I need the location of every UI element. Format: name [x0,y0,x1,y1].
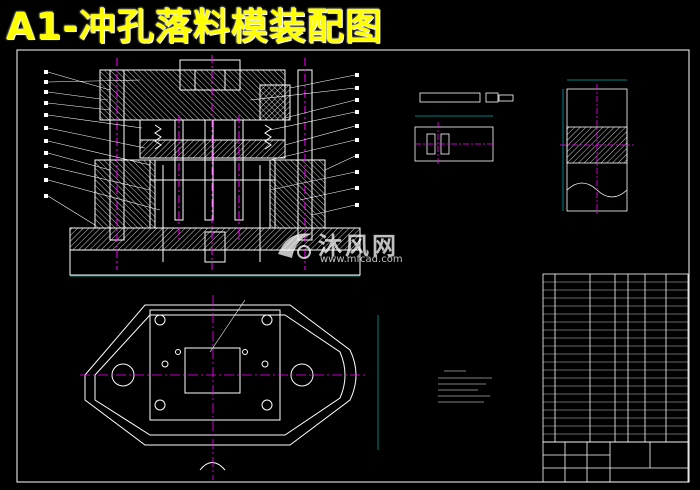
lower-left-block [94,159,156,229]
punch-2 [204,119,214,221]
title-block [542,441,689,483]
plan-centerlines [80,295,365,480]
shank-inner [194,69,226,91]
workpiece-centerlines [415,122,493,165]
watermark-logo-icon [278,233,312,259]
slug-hole [204,231,226,263]
spring-left [154,124,162,150]
technical-notes [438,370,492,403]
strip-layout [562,79,628,212]
part-leaders [47,71,356,226]
plan-leader [209,299,246,353]
spring-right [264,124,272,150]
bill-of-materials [542,273,689,443]
upper-die-holder [99,69,286,121]
watermark-name: 沐风网 [318,232,399,260]
strip-centerlines [560,84,634,215]
workpiece-detail [414,92,514,162]
bom-rows [543,281,688,435]
drawing-title: A1-冲孔落料模装配图 [6,5,383,48]
watermark-url: www.mfcad.com [320,254,403,265]
upper-right-block [259,84,291,121]
plan-view [84,304,379,471]
section-view [69,59,361,277]
drawing-frame [16,49,690,483]
part-balloons [44,70,359,207]
watermark: 沐风网 www.mfcad.com [268,224,438,270]
